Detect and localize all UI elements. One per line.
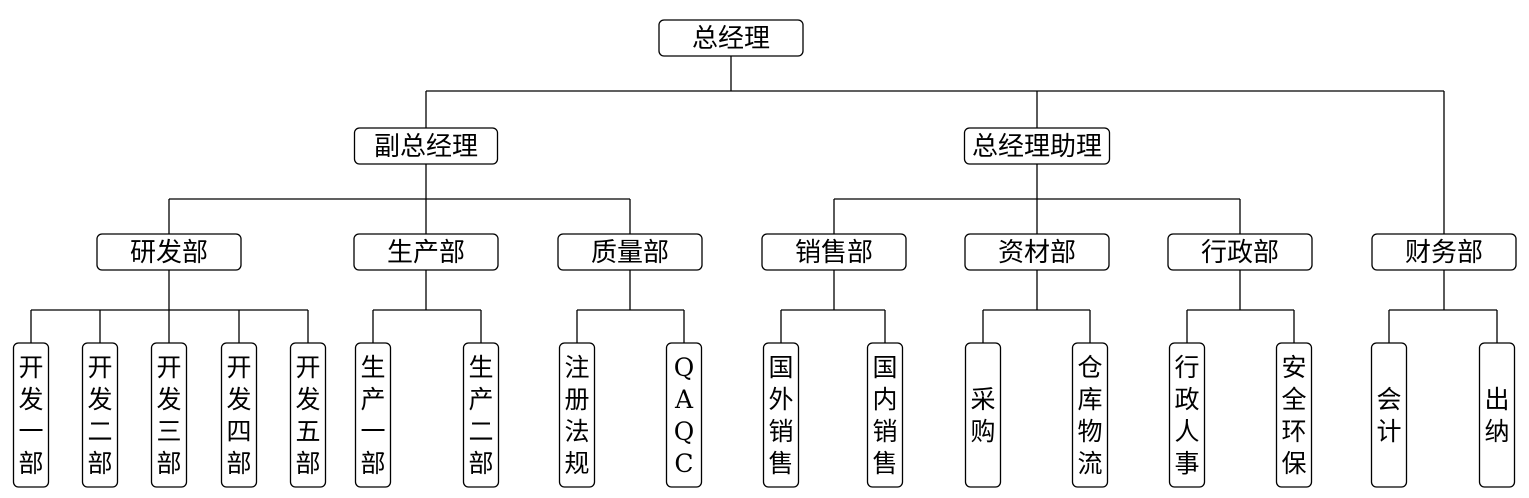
node-unit-box	[1071, 342, 1109, 488]
node-unit: 开发一部	[12, 342, 50, 488]
node-department: 行政部	[1167, 233, 1313, 271]
node-unit-box	[558, 342, 596, 488]
node-unit-box	[12, 342, 50, 488]
node-department-box	[96, 233, 242, 271]
node-department-label: 质量部	[591, 238, 669, 268]
node-unit-box	[354, 342, 392, 488]
node-department: 财务部	[1371, 233, 1517, 271]
node-vice-general-manager-box	[353, 127, 499, 165]
node-gm-assistant-label: 总经理助理	[972, 132, 1102, 162]
node-general-manager-box	[658, 19, 804, 57]
node-unit-box	[1168, 342, 1206, 488]
node-vice-general-manager: 副总经理	[353, 127, 499, 165]
node-department-box	[964, 233, 1110, 271]
connector-lines	[30, 56, 1498, 343]
node-unit: 采购	[964, 342, 1002, 488]
node-unit-box	[665, 342, 703, 488]
node-unit-label: 开发四部	[226, 353, 251, 478]
node-unit-box	[866, 342, 904, 488]
node-unit-label: 安全环保	[1281, 353, 1306, 478]
node-gm-assistant: 总经理助理	[963, 127, 1111, 165]
node-department: 销售部	[761, 233, 907, 271]
node-unit: 开发三部	[150, 342, 188, 488]
node-unit: 国内销售	[866, 342, 904, 488]
node-unit: 国外销售	[762, 342, 800, 488]
node-unit-box	[1478, 342, 1516, 488]
node-unit-label: 国内销售	[872, 353, 897, 478]
node-unit-box	[81, 342, 119, 488]
node-general-manager: 总经理	[658, 19, 804, 57]
node-unit-box	[1275, 342, 1313, 488]
node-unit: 注册法规	[558, 342, 596, 488]
node-unit: 会计	[1370, 342, 1408, 488]
node-unit-box	[220, 342, 258, 488]
node-unit: 安全环保	[1275, 342, 1313, 488]
node-department-label: 财务部	[1405, 238, 1483, 268]
node-unit: 仓库物流	[1071, 342, 1109, 488]
node-department-box	[1167, 233, 1313, 271]
node-department-label: 研发部	[130, 238, 208, 268]
node-unit-box	[289, 342, 327, 488]
node-unit-label: 生产一部	[360, 353, 385, 478]
node-unit: 开发五部	[289, 342, 327, 488]
node-unit-box	[150, 342, 188, 488]
node-unit-label: 出纳	[1484, 385, 1509, 446]
node-unit: 出纳	[1478, 342, 1516, 488]
node-unit-label: 会计	[1376, 385, 1401, 446]
node-unit-label: 行政人事	[1174, 353, 1199, 478]
node-unit-label: 生产二部	[468, 353, 493, 478]
node-unit-box	[462, 342, 500, 488]
node-vice-general-manager-label: 副总经理	[374, 132, 478, 162]
node-department-box	[761, 233, 907, 271]
node-department: 生产部	[353, 233, 499, 271]
node-unit-label: 注册法规	[564, 353, 589, 478]
node-department: 研发部	[96, 233, 242, 271]
node-unit-label: 国外销售	[768, 353, 793, 478]
node-unit-box	[762, 342, 800, 488]
node-department-box	[557, 233, 703, 271]
node-department-label: 行政部	[1201, 238, 1279, 268]
node-unit-box	[1370, 342, 1408, 488]
node-unit-label: 采购	[970, 385, 995, 446]
node-unit-label: 仓库物流	[1077, 353, 1102, 478]
node-unit-label: 开发三部	[156, 353, 181, 478]
node-department: 资材部	[964, 233, 1110, 271]
node-unit-label: 开发二部	[87, 353, 112, 478]
node-unit: 开发四部	[220, 342, 258, 488]
node-department-label: 资材部	[998, 238, 1076, 268]
node-unit-label: 开发五部	[295, 353, 320, 478]
node-unit: 生产一部	[354, 342, 392, 488]
node-general-manager-label: 总经理	[692, 24, 770, 54]
node-department: 质量部	[557, 233, 703, 271]
node-unit: 生产二部	[462, 342, 500, 488]
node-unit: 行政人事	[1168, 342, 1206, 488]
node-unit: 开发二部	[81, 342, 119, 488]
node-department-label: 销售部	[795, 238, 873, 268]
node-unit-box	[964, 342, 1002, 488]
node-unit-label: 开发一部	[18, 353, 43, 478]
node-department-label: 生产部	[387, 238, 465, 268]
node-gm-assistant-box	[963, 127, 1111, 165]
node-department-box	[353, 233, 499, 271]
node-department-box	[1371, 233, 1517, 271]
